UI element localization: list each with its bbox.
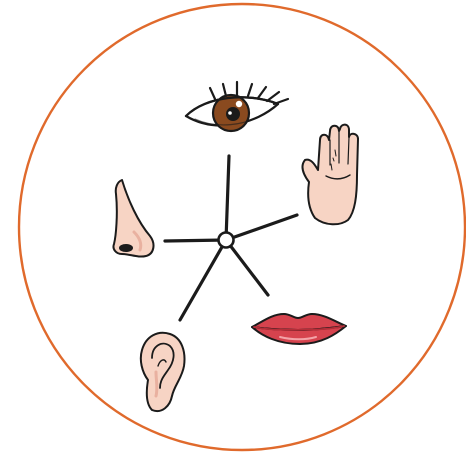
outer-ring (19, 4, 465, 450)
spoke-nose (165, 240, 226, 241)
center-hub (219, 233, 234, 248)
